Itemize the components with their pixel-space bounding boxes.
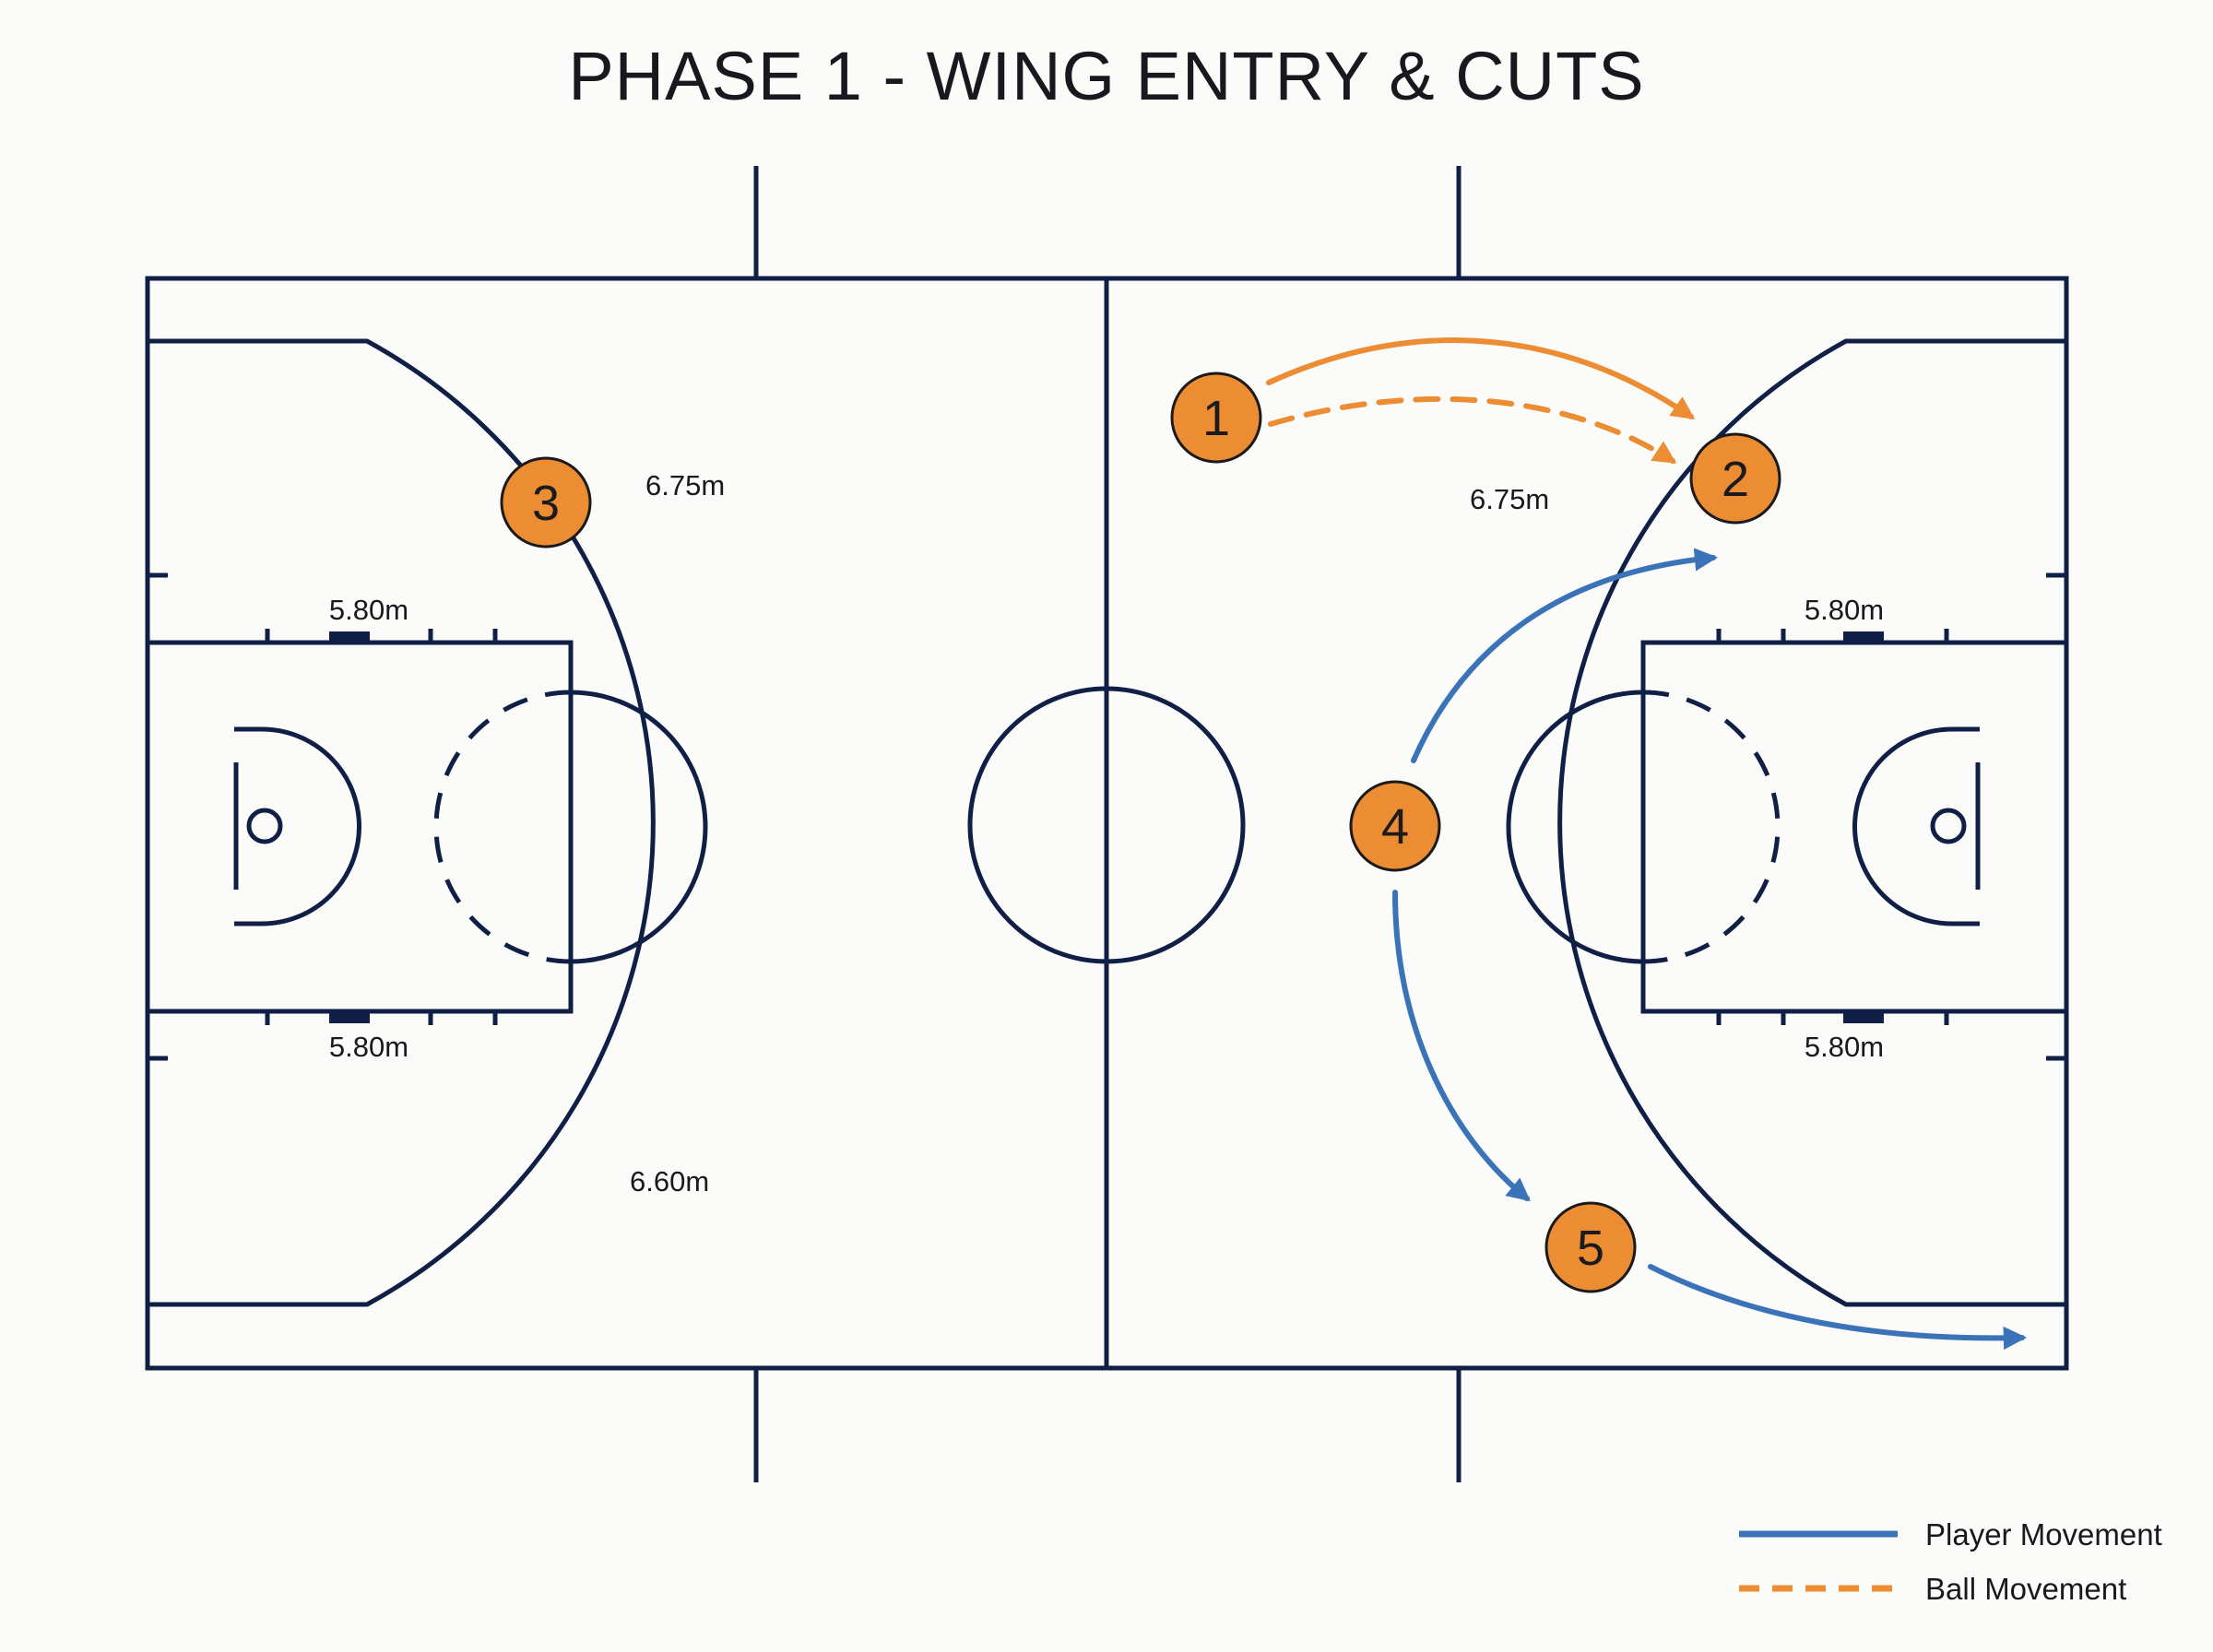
players: 1 2 3 4 5	[500, 372, 1781, 1293]
player-4-cut-path	[1411, 548, 1719, 763]
right-free-throw-circle-dashed	[1642, 690, 1781, 964]
measure-left-key-bottom: 5.80m	[329, 1031, 408, 1063]
measure-right-three-point: 6.75m	[1470, 483, 1549, 515]
legend-ball-movement-label: Ball Movement	[1925, 1572, 2126, 1606]
player-2-number: 2	[1722, 452, 1749, 507]
player-1-cut-path	[1266, 337, 1696, 419]
measure-left-three-point: 6.75m	[645, 469, 725, 502]
player-1: 1	[1170, 372, 1262, 464]
pass-1-to-2	[1268, 395, 1677, 464]
player-5-number: 5	[1577, 1221, 1604, 1276]
player-5: 5	[1544, 1201, 1637, 1293]
player-3: 3	[500, 456, 592, 549]
player-2: 2	[1689, 432, 1781, 525]
measure-left-arc-lower: 6.60m	[630, 1165, 709, 1198]
left-basket	[246, 808, 283, 844]
player-4-baseline-path	[1392, 890, 1531, 1202]
player-3-number: 3	[532, 476, 560, 531]
player-1-number: 1	[1202, 391, 1230, 446]
diagram-title: PHASE 1 - WING ENTRY & CUTS	[568, 38, 1645, 114]
right-three-point-line	[1557, 338, 2066, 1307]
left-restricted-arc	[234, 726, 361, 926]
right-restricted-arc	[1852, 726, 1980, 926]
right-lane-hash-marks	[1716, 629, 1949, 1025]
left-free-throw-circle-solid	[570, 690, 708, 964]
center-circle	[967, 686, 1246, 964]
left-free-throw-circle-dashed	[433, 690, 572, 964]
measure-left-key-top: 5.80m	[329, 594, 408, 626]
player-5-corner-path	[1648, 1264, 2028, 1351]
right-basket	[1930, 808, 1967, 844]
player-4: 4	[1349, 780, 1441, 872]
lane-blocks	[329, 631, 1884, 1023]
measure-right-key-bottom: 5.80m	[1805, 1031, 1884, 1063]
player-movement-paths	[1392, 548, 2028, 1351]
left-lane-hash-marks	[265, 629, 498, 1025]
player-4-number: 4	[1381, 799, 1409, 855]
legend: Player Movement Ball Movement	[1739, 1517, 2162, 1606]
court-lines	[145, 166, 2069, 1482]
ball-movement-paths	[1266, 337, 1696, 464]
measure-right-key-top: 5.80m	[1805, 594, 1884, 626]
legend-player-movement-label: Player Movement	[1925, 1517, 2162, 1552]
measurement-labels: 6.75m 6.75m 5.80m 5.80m 5.80m 5.80m 6.60…	[329, 469, 1884, 1198]
left-three-point-line	[148, 338, 656, 1307]
right-free-throw-circle-solid	[1506, 690, 1644, 964]
